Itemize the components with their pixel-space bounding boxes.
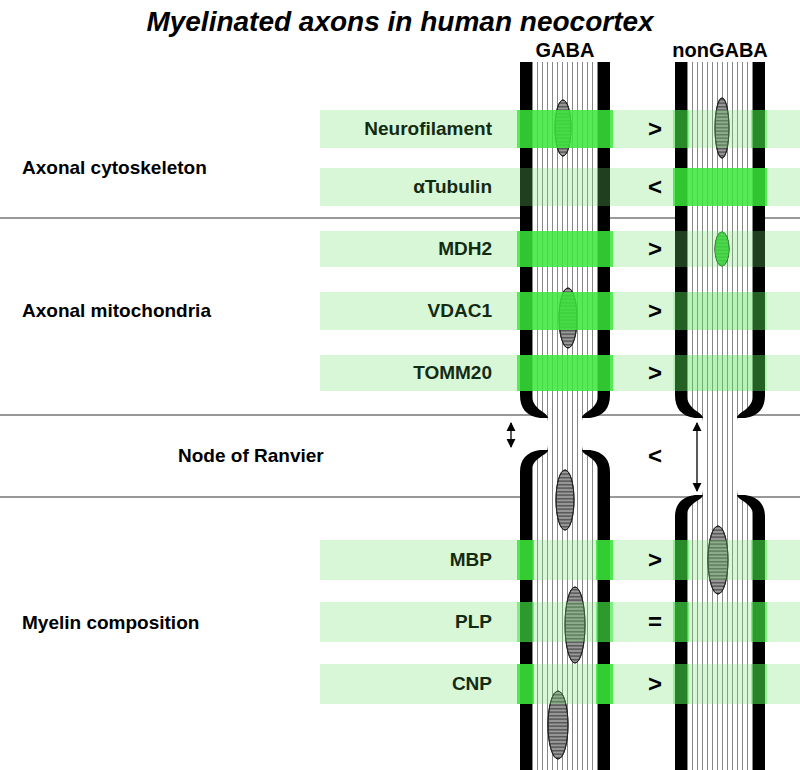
stain-band: MBP >	[320, 540, 800, 580]
stain-band: VDAC1 >	[320, 292, 800, 330]
column-header: nonGABA	[672, 39, 768, 62]
group-label: Myelin composition	[22, 612, 199, 634]
protein-name: αTubulin	[413, 176, 492, 198]
stain-band: TOMM20 >	[320, 355, 800, 391]
protein-name: MBP	[450, 549, 492, 571]
node-length-arrows	[511, 423, 697, 491]
stain-band: Neurofilament >	[320, 110, 800, 148]
protein-name: VDAC1	[428, 300, 492, 322]
figure-title: Myelinated axons in human neocortex	[146, 6, 653, 38]
protein-name: Neurofilament	[364, 118, 492, 140]
comparison-sign: >	[648, 670, 662, 698]
column-header: GABA	[536, 39, 595, 62]
group-label: Axonal mitochondria	[22, 300, 211, 322]
protein-name: PLP	[455, 611, 492, 633]
comparison-sign: <	[648, 173, 662, 201]
protein-name: CNP	[452, 673, 492, 695]
group-label: Axonal cytoskeleton	[22, 157, 207, 179]
stain-band: CNP >	[320, 664, 800, 704]
stain-band: αTubulin <	[320, 168, 800, 206]
comparison-sign: >	[648, 359, 662, 387]
comparison-sign: >	[648, 235, 662, 263]
comparison-sign: =	[648, 608, 662, 636]
stain-band: PLP =	[320, 602, 800, 642]
comparison-sign: >	[648, 297, 662, 325]
divider-lines	[0, 218, 800, 497]
protein-name: MDH2	[438, 238, 492, 260]
comparison-sign: <	[648, 442, 662, 470]
stain-band: MDH2 >	[320, 231, 800, 267]
protein-name: TOMM20	[413, 362, 492, 384]
comparison-sign: >	[648, 115, 662, 143]
group-label: Node of Ranvier	[178, 445, 324, 467]
comparison-sign: >	[648, 546, 662, 574]
